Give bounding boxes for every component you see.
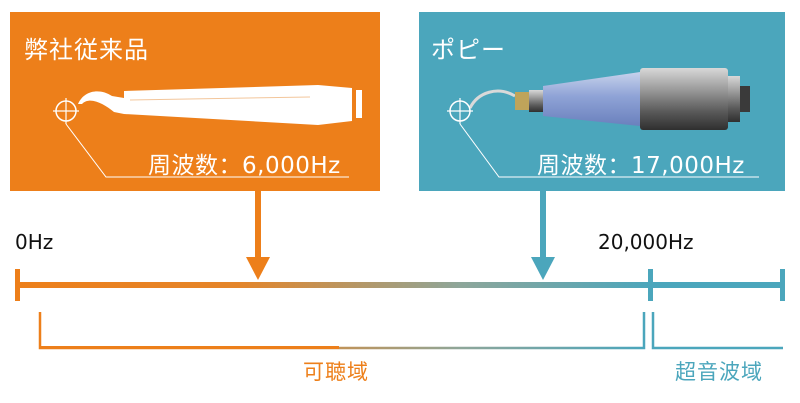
ultrasonic-bracket [651, 312, 783, 350]
ultrasonic-scale-bar [652, 282, 785, 288]
audible-bracket [38, 312, 646, 350]
scale-max-label: 20,000Hz [598, 230, 694, 254]
ultrasonic-region-label: 超音波域 [675, 360, 763, 384]
legacy-marker-arrow [246, 191, 270, 280]
frequency-scale-bar [15, 282, 652, 288]
tick-0hz [15, 269, 20, 301]
audible-region-label: 可聴域 [303, 360, 369, 384]
ultrasonic-handpiece-silhouette-icon [53, 85, 362, 178]
poppy-frequency-label: 周波数：17,000Hz [537, 153, 745, 179]
tick-20000hz [648, 269, 653, 301]
legacy-frequency-label: 周波数：6,000Hz [148, 153, 341, 179]
poppy-marker-arrow [531, 191, 555, 280]
poppy-product-title: ポピー [431, 36, 506, 64]
scaler-handpiece-icon [447, 68, 759, 178]
legacy-product-title: 弊社従来品 [24, 36, 149, 64]
scale-min-label: 0Hz [15, 230, 54, 254]
tick-end [780, 269, 785, 301]
